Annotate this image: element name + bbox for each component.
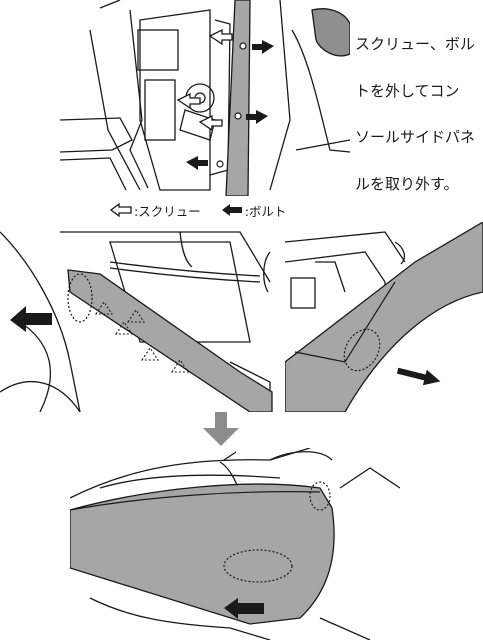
removal-arrow (224, 598, 264, 619)
legend-bolt-label: :ボルト (244, 203, 287, 219)
down-arrow-icon (203, 412, 239, 446)
instruction-line: スクリュー、ボル (355, 35, 475, 53)
screw-marker (176, 28, 233, 132)
legend-bolt: :ボルト (221, 201, 287, 220)
hollow-arrow-icon (110, 203, 132, 217)
top-console-illustration (60, 0, 350, 196)
middle-left-illustration (0, 231, 273, 412)
instruction-text: スクリュー、ボル トを外してコン ソールサイドパネ ルを取り外す。 (355, 6, 483, 208)
legend-screw-label: :スクリュー (134, 203, 201, 219)
legend: :スクリュー :ボルト (110, 200, 306, 220)
middle-right-illustration (285, 222, 483, 412)
bottom-illustration (70, 448, 400, 640)
removal-arrow (396, 367, 441, 386)
legend-screw: :スクリュー (110, 201, 201, 220)
instruction-line: ソールサイドパネ (355, 128, 476, 146)
instruction-line: ルを取り外す。 (355, 174, 459, 193)
removal-arrow (10, 306, 52, 332)
solid-arrow-icon (221, 204, 242, 216)
instruction-line: トを外してコン (355, 81, 460, 100)
